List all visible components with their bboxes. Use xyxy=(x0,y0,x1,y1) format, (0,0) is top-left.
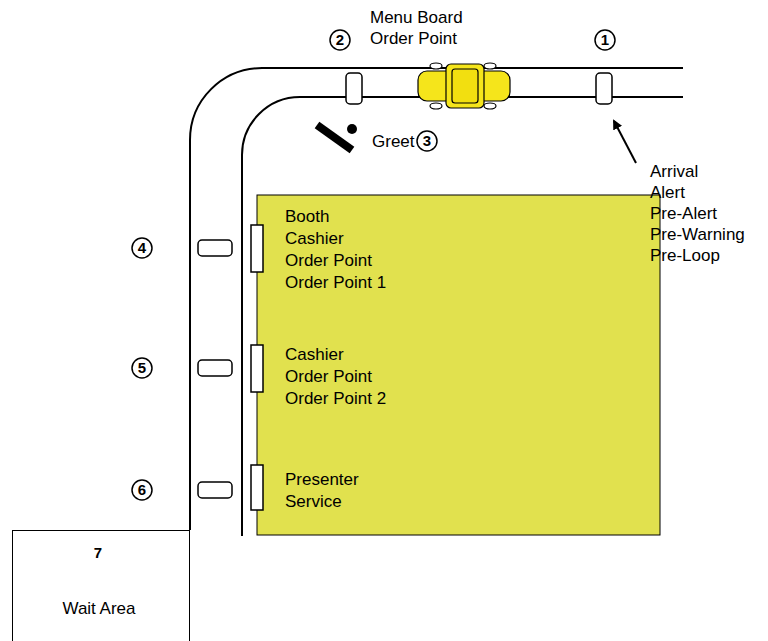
station-label: Booth xyxy=(285,207,329,227)
greet-sensor xyxy=(347,124,357,134)
greet-post xyxy=(317,125,352,150)
station-label: Cashier xyxy=(285,229,344,249)
station-label: Order Point 2 xyxy=(285,389,386,409)
pointer-arrow xyxy=(614,121,636,163)
callout-number: 1 xyxy=(601,30,609,50)
loop-detector xyxy=(198,360,232,376)
point-label: Pre-Loop xyxy=(650,246,720,266)
station-label: Order Point xyxy=(285,367,372,387)
point-label: Alert xyxy=(650,183,685,203)
callout-number: 3 xyxy=(423,131,431,151)
point-label: Pre-Alert xyxy=(650,204,717,224)
station-label: Order Point xyxy=(285,251,372,271)
point-label: Pre-Warning xyxy=(650,225,745,245)
station-label: Presenter xyxy=(285,470,359,490)
building xyxy=(257,195,660,535)
point-label: Arrival xyxy=(650,162,698,182)
car xyxy=(418,63,510,109)
loop-detector xyxy=(596,73,612,104)
loop-detector xyxy=(198,240,232,256)
callout-number: 5 xyxy=(138,358,146,378)
callout-number: 4 xyxy=(138,238,146,258)
point-label: Greet xyxy=(372,132,415,152)
loop-detector xyxy=(346,73,362,104)
station-label: Service xyxy=(285,492,342,512)
station-label: Cashier xyxy=(285,345,344,365)
window xyxy=(251,465,263,510)
callout-number: 6 xyxy=(138,480,146,500)
loop-detector xyxy=(198,482,232,498)
window xyxy=(251,345,263,392)
station-label: Wait Area xyxy=(62,599,135,619)
building: BoothCashierOrder PointOrder Point 1Cash… xyxy=(257,195,660,535)
point-label: Menu Board xyxy=(370,8,463,28)
point-label: Order Point xyxy=(370,29,457,49)
callout-number: 2 xyxy=(336,30,344,50)
callout-number: 7 xyxy=(94,543,102,563)
callout-circles xyxy=(88,30,615,563)
station-label: Order Point 1 xyxy=(285,273,386,293)
window xyxy=(251,225,263,272)
lane-inner-edge xyxy=(242,97,683,536)
